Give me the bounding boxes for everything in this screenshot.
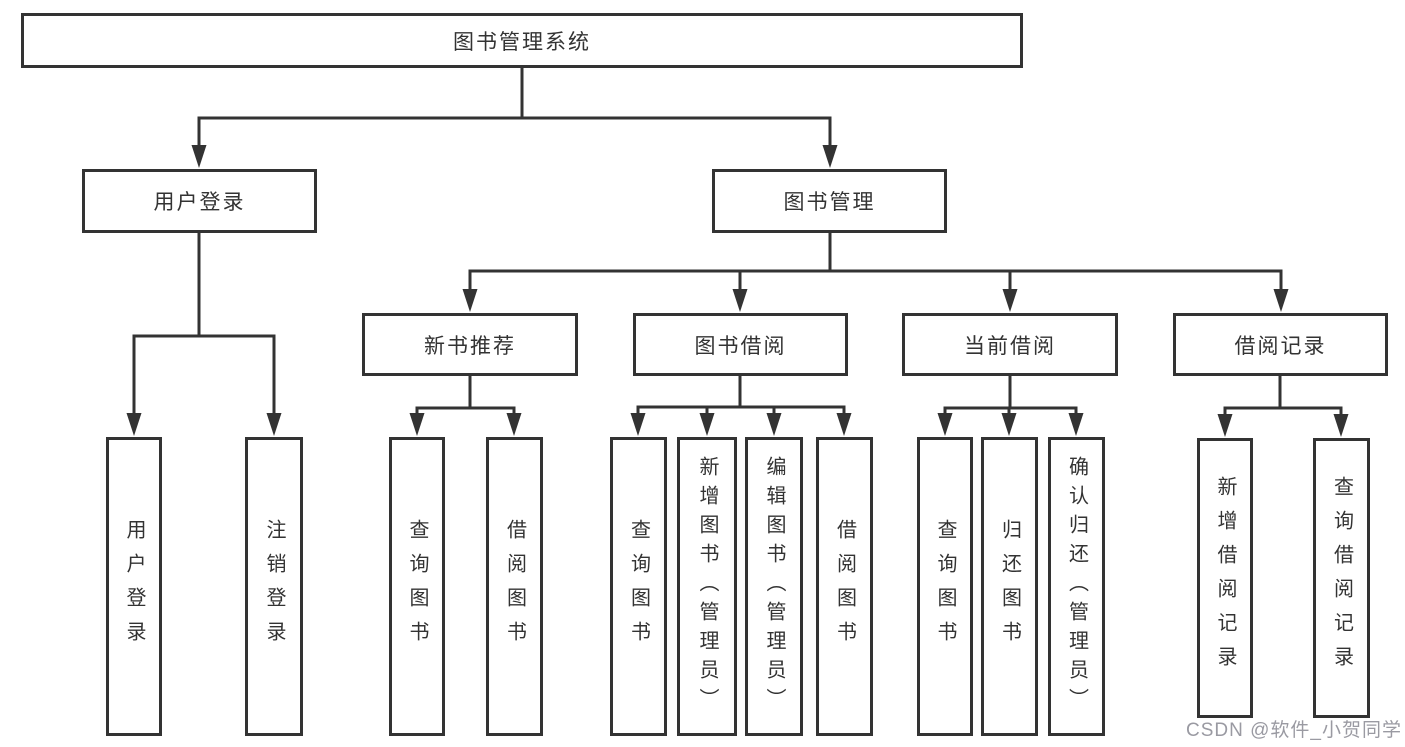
leaf-add-book-admin: 新增图书（管理员） bbox=[677, 437, 737, 736]
leaf-query-books-3: 查询图书 bbox=[917, 437, 973, 736]
node-new-book-recommend: 新书推荐 bbox=[362, 313, 578, 376]
leaf-query-borrow-record-label: 查询借阅记录 bbox=[1330, 476, 1353, 680]
leaf-add-book-admin-label: 新增图书（管理员） bbox=[696, 456, 718, 717]
leaf-user-login: 用户登录 bbox=[106, 437, 162, 736]
node-current-borrow-label: 当前借阅 bbox=[964, 334, 1056, 358]
node-user-login-label: 用户登录 bbox=[153, 191, 246, 214]
leaf-query-books-3-label: 查询图书 bbox=[934, 518, 956, 655]
leaf-edit-book-admin-label: 编辑图书（管理员） bbox=[763, 456, 785, 717]
node-root-label: 图书管理系统 bbox=[453, 30, 591, 54]
leaf-return-book: 归还图书 bbox=[981, 437, 1038, 736]
csdn-watermark: CSDN @软件_小贺同学 bbox=[1186, 720, 1402, 741]
leaf-query-books-1-label: 查询图书 bbox=[406, 518, 428, 655]
leaf-borrow-books-2-label: 借阅图书 bbox=[833, 518, 856, 655]
leaf-query-borrow-record: 查询借阅记录 bbox=[1313, 438, 1370, 718]
node-borrow-records: 借阅记录 bbox=[1173, 313, 1388, 376]
leaf-borrow-books-2: 借阅图书 bbox=[816, 437, 873, 736]
node-new-book-recommend-label: 新书推荐 bbox=[424, 334, 516, 358]
leaf-logout: 注销登录 bbox=[245, 437, 303, 736]
arrow-heads bbox=[126, 145, 1349, 437]
leaf-confirm-return-admin: 确认归还（管理员） bbox=[1048, 437, 1105, 736]
leaf-logout-label: 注销登录 bbox=[263, 518, 285, 655]
leaf-add-borrow-record: 新增借阅记录 bbox=[1197, 438, 1253, 718]
node-book-borrow: 图书借阅 bbox=[633, 313, 848, 376]
node-book-management-label: 图书管理 bbox=[783, 191, 876, 214]
node-book-borrow-label: 图书借阅 bbox=[694, 334, 787, 358]
node-borrow-records-label: 借阅记录 bbox=[1234, 334, 1327, 358]
leaf-query-books-2-label: 查询图书 bbox=[627, 518, 650, 655]
node-user-login: 用户登录 bbox=[82, 169, 317, 233]
leaf-add-borrow-record-label: 新增借阅记录 bbox=[1214, 476, 1236, 680]
node-root: 图书管理系统 bbox=[21, 13, 1023, 68]
leaf-query-books-2: 查询图书 bbox=[610, 437, 667, 736]
node-current-borrow: 当前借阅 bbox=[902, 313, 1118, 376]
leaf-query-books-1: 查询图书 bbox=[389, 437, 445, 736]
leaf-confirm-return-admin-label: 确认归还（管理员） bbox=[1065, 456, 1088, 717]
node-book-management: 图书管理 bbox=[712, 169, 947, 233]
leaf-user-login-label: 用户登录 bbox=[123, 518, 145, 655]
leaf-borrow-books-1: 借阅图书 bbox=[486, 437, 543, 736]
leaf-borrow-books-1-label: 借阅图书 bbox=[503, 518, 526, 655]
leaf-edit-book-admin: 编辑图书（管理员） bbox=[745, 437, 803, 736]
leaf-return-book-label: 归还图书 bbox=[998, 518, 1021, 655]
